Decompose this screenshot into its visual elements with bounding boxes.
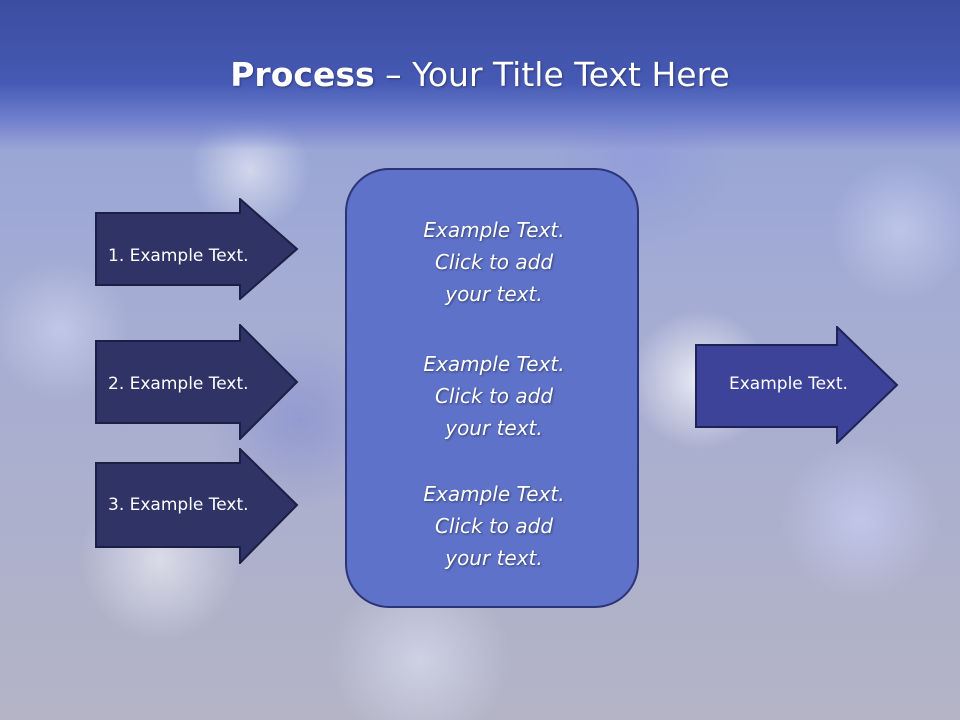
slide-title[interactable]: Process – Your Title Text Here bbox=[0, 52, 960, 98]
process-arrow-2-label: 2. Example Text. bbox=[108, 374, 249, 394]
center-block-1-line-2: Click to add bbox=[434, 250, 554, 274]
center-block-3: Example Text. Click to add your text. bbox=[347, 478, 641, 574]
center-block-3-line-3: your text. bbox=[445, 546, 543, 570]
center-block-1-line-1: Example Text. bbox=[423, 218, 565, 242]
output-arrow-label: Example Text. bbox=[729, 374, 848, 394]
center-block-1-line-3: your text. bbox=[445, 282, 543, 306]
process-arrow-2[interactable] bbox=[94, 324, 300, 440]
process-arrow-1[interactable] bbox=[94, 198, 300, 300]
process-arrow-1-label: 1. Example Text. bbox=[108, 246, 249, 266]
process-arrow-3[interactable] bbox=[94, 448, 300, 564]
title-bold: Process bbox=[230, 55, 375, 94]
center-block-3-line-1: Example Text. bbox=[423, 482, 565, 506]
center-block-2-line-1: Example Text. bbox=[423, 352, 565, 376]
center-block-3-line-2: Click to add bbox=[434, 514, 554, 538]
title-banner bbox=[0, 0, 960, 150]
center-block-2: Example Text. Click to add your text. bbox=[347, 348, 641, 444]
center-block-1: Example Text. Click to add your text. bbox=[347, 214, 641, 310]
center-block-2-line-3: your text. bbox=[445, 416, 543, 440]
process-arrow-3-label: 3. Example Text. bbox=[108, 495, 249, 515]
center-block-2-line-2: Click to add bbox=[434, 384, 554, 408]
output-arrow[interactable] bbox=[694, 326, 900, 444]
title-rest: – Your Title Text Here bbox=[374, 55, 730, 94]
center-text-box[interactable]: Example Text. Click to add your text. Ex… bbox=[345, 168, 639, 608]
